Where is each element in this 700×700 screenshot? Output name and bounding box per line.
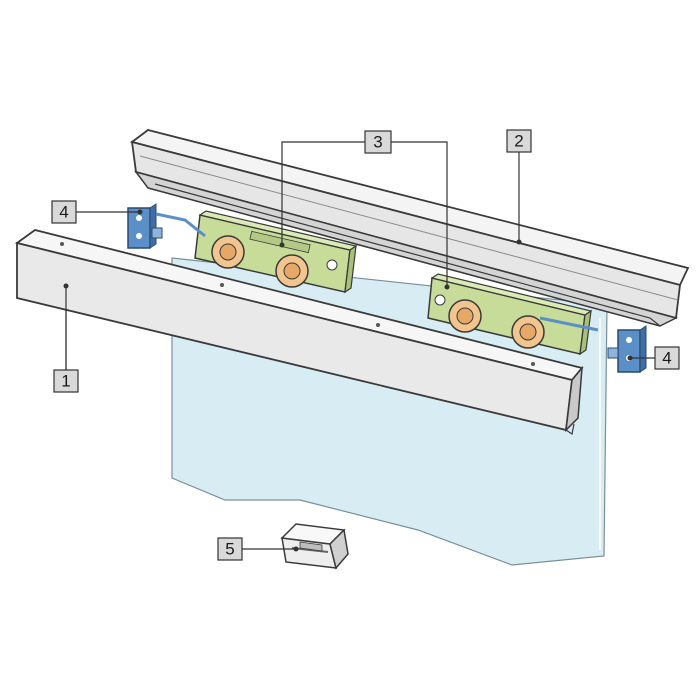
callout-3: 3	[364, 130, 392, 154]
callout-4-right-label: 4	[662, 349, 671, 368]
leader-lines	[63, 141, 655, 552]
callout-2-label: 2	[514, 132, 523, 151]
callout-4-right: 4	[654, 346, 680, 370]
callout-4-left: 4	[51, 200, 77, 224]
callout-4-left-label: 4	[59, 203, 68, 222]
callout-5-label: 5	[225, 540, 234, 559]
callout-1-label: 1	[61, 372, 70, 391]
callout-1: 1	[53, 369, 79, 393]
stopper-icon	[280, 523, 349, 570]
carriage-left	[194, 210, 358, 294]
bracket-icon	[127, 203, 206, 249]
top-track-rail	[129, 129, 690, 327]
carriage-right	[427, 273, 599, 356]
callout-3-label: 3	[373, 133, 382, 152]
front-cover-profile	[14, 229, 584, 435]
callout-5: 5	[217, 537, 243, 561]
callout-2: 2	[506, 129, 532, 153]
bracket-icon	[607, 325, 647, 373]
